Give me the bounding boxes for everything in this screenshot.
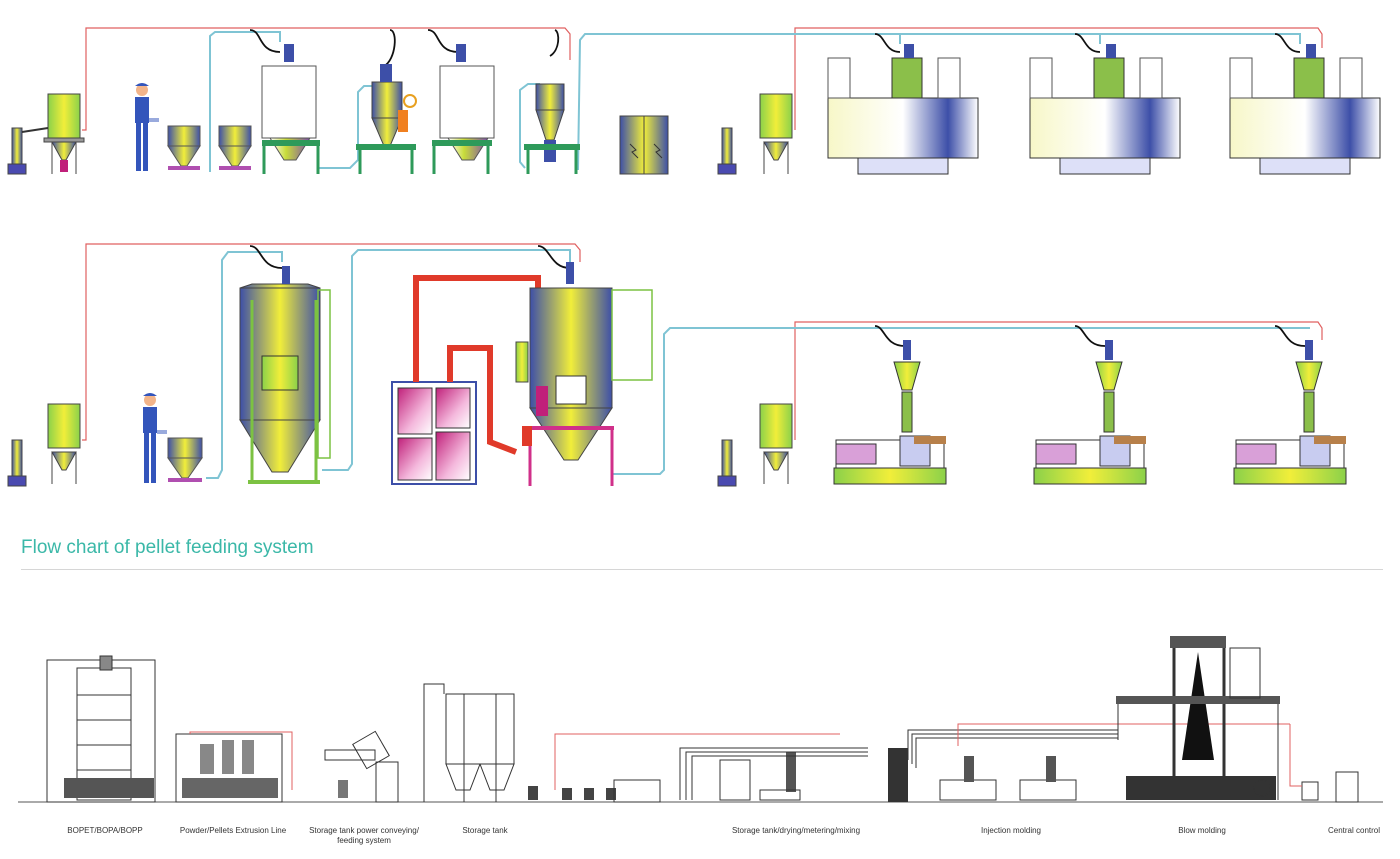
vacuum-pump-unit-3 <box>7 403 81 487</box>
injection-machine-2 <box>1033 340 1147 485</box>
cyclone-separator <box>356 64 417 174</box>
worker-figure-2 <box>143 393 167 483</box>
electrical-cabinet <box>619 115 669 175</box>
caption-powder-conveying: Storage tank power conveying/ feeding sy… <box>309 826 419 845</box>
row1-powder-system <box>7 27 1381 175</box>
hopper-2 <box>218 125 252 170</box>
caption-bopet: BOPET/BOPA/BOPP <box>67 826 143 835</box>
process-machine-2 <box>1029 44 1181 175</box>
worker-figure <box>135 83 159 171</box>
flow-chart-lineart <box>18 636 1383 803</box>
section-title: Flow chart of pellet feeding system <box>21 537 314 558</box>
caption-drying-mixing: Storage tank/drying/metering/mixing <box>731 826 861 835</box>
caption-blow-molding: Blow molding <box>1178 826 1226 835</box>
vacuum-pump-unit-2 <box>717 93 793 175</box>
caption-injection-molding: Injection molding <box>980 826 1042 835</box>
process-machine-1 <box>827 44 979 175</box>
vacuum-pump-unit-4 <box>717 403 793 487</box>
row2-pellet-system <box>7 243 1347 487</box>
injection-machine-1 <box>833 340 947 485</box>
hopper-1 <box>167 125 201 170</box>
caption-central-control: Central control <box>1327 826 1381 835</box>
drying-hopper <box>515 262 653 486</box>
process-machine-3 <box>1229 44 1381 175</box>
caption-storage-tank: Storage tank <box>462 826 508 835</box>
divider <box>21 569 1383 570</box>
dehumidifier-dryer <box>391 275 541 485</box>
caption-extrusion-line: Powder/Pellets Extrusion Line <box>179 826 287 835</box>
injection-machine-3 <box>1233 340 1347 485</box>
hopper-3 <box>167 437 203 482</box>
storage-silo <box>239 266 331 484</box>
screw-feeder <box>524 83 580 174</box>
big-bag-station-1 <box>261 44 320 174</box>
vacuum-pump-unit <box>7 93 85 175</box>
big-bag-station-2 <box>432 44 495 174</box>
